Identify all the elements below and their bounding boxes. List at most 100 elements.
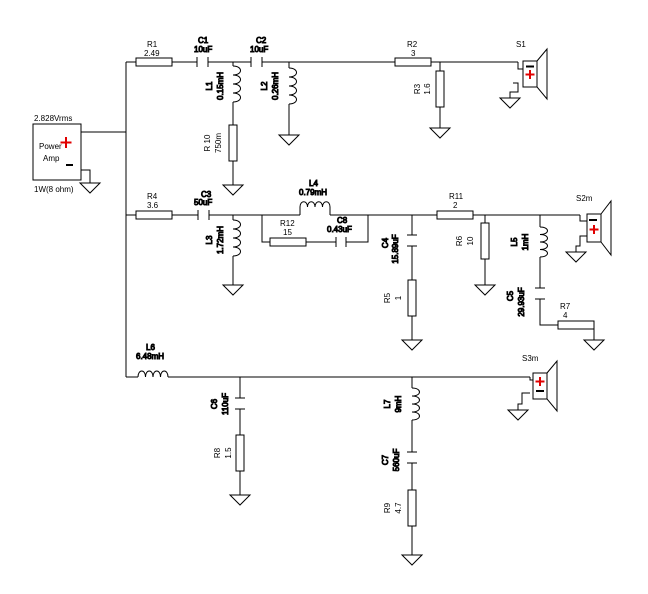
ground-symbol (221, 184, 245, 196)
c1-value: 10uF (194, 45, 212, 54)
plus-icon (525, 70, 535, 79)
resistor-r3: R3 1.6 (413, 70, 445, 108)
resistors: R1 2.49 R2 3 R3 1.6 R 10 750m R4 3.6 R11… (135, 40, 595, 527)
c5-name: C5 (506, 290, 515, 301)
r10-value: 750m (214, 133, 223, 153)
r12-value: 15 (283, 228, 292, 237)
ground-symbol (428, 127, 452, 139)
resistor-r9: R9 4.7 (383, 489, 417, 527)
r6-name: R6 (455, 235, 464, 246)
resistor-r10: R 10 750m (203, 124, 238, 162)
plus-icon (535, 377, 545, 386)
ground-symbol (473, 284, 497, 296)
r2-value: 3 (411, 49, 416, 58)
ground-symbol (221, 284, 245, 296)
ground-symbol (506, 409, 530, 421)
ground-symbol (78, 182, 102, 194)
ground-symbol (228, 494, 252, 506)
capacitor-c2: C2 10uF (250, 36, 269, 67)
l1-value: 0.15mH (216, 72, 225, 100)
amp-voltage: 2.828Vrms (34, 114, 72, 123)
c6-value: 110uF (221, 393, 230, 415)
l2-value: 0.26mH (271, 72, 280, 100)
r5-name: R5 (383, 292, 392, 303)
r12-name: R12 (280, 219, 295, 228)
c3-name: C3 (201, 190, 212, 199)
c8-value: 0.43uF (327, 225, 352, 234)
inductor-l1: L1 0.15mH (205, 65, 241, 103)
c6-name: C6 (210, 398, 219, 409)
s2-label: S2m (576, 194, 593, 203)
amp-power: 1W(8 ohm) (34, 185, 74, 194)
speaker-s3: S3m (522, 354, 558, 413)
l1-name: L1 (205, 81, 214, 90)
ground-symbol (400, 554, 424, 566)
c4-value: 15.89uF (391, 234, 400, 263)
l6-value: 6.48mH (136, 352, 164, 361)
r7-name: R7 (560, 302, 571, 311)
r10-name: R 10 (203, 134, 212, 151)
c8-name: C8 (337, 216, 348, 225)
ground-symbol (498, 97, 522, 109)
r1-value: 2.49 (144, 49, 160, 58)
r11-value: 2 (453, 201, 458, 210)
c4-name: C4 (381, 237, 390, 248)
r4-name: R4 (147, 192, 158, 201)
power-amp: Power Amp 2.828Vrms 1W(8 ohm) (32, 114, 82, 194)
amp-title-line2: Amp (43, 154, 60, 163)
r9-value: 4.7 (394, 502, 403, 514)
plus-icon (589, 225, 599, 234)
r7-value: 4 (563, 311, 568, 320)
resistor-r11: R11 2 (436, 192, 474, 220)
l5-name: L5 (510, 237, 519, 246)
wires (80, 61, 595, 555)
grounds (78, 97, 606, 566)
capacitor-c5: C5 29.93uF (506, 287, 545, 317)
inductor-l5: L5 1mH (510, 226, 548, 258)
speaker-s2: S2m (576, 194, 612, 257)
plus-icon (60, 137, 72, 148)
l4-value: 0.79mH (299, 188, 327, 197)
resistor-r4: R4 3.6 (135, 192, 173, 220)
capacitor-c6: C6 110uF (210, 392, 245, 416)
resistor-r8: R8 1.5 (213, 434, 245, 472)
capacitors: C1 10uF C2 10uF C3 50uF C8 0.43uF C4 15.… (194, 36, 545, 472)
l3-name: L3 (205, 235, 214, 244)
r4-value: 3.6 (147, 201, 159, 210)
c7-value: 560uF (392, 449, 401, 472)
resistor-r12: R12 15 (269, 219, 307, 247)
capacitor-c7: C7 560uF (381, 448, 417, 472)
r1-name: R1 (147, 40, 158, 49)
capacitor-c4: C4 15.89uF (381, 234, 417, 264)
resistor-r2: R2 3 (394, 40, 432, 67)
c1-name: C1 (198, 36, 209, 45)
capacitor-c8: C8 0.43uF (327, 216, 353, 247)
r8-value: 1.5 (224, 447, 233, 459)
c2-value: 10uF (250, 45, 268, 54)
c2-name: C2 (256, 36, 267, 45)
inductor-l6: L6 6.48mH (136, 343, 169, 378)
amp-title-line1: Power (39, 142, 62, 151)
c3-value: 50uF (194, 198, 212, 207)
resistor-r6: R6 10 (455, 222, 490, 260)
l7-value: 9mH (394, 395, 403, 412)
r6-value: 10 (466, 236, 475, 245)
l2-name: L2 (260, 81, 269, 90)
ground-symbol (564, 251, 588, 263)
resistor-r7: R7 4 (557, 302, 595, 330)
s1-label: S1 (516, 40, 526, 49)
l3-value: 1.72mH (216, 226, 225, 254)
l6-name: L6 (146, 343, 155, 352)
ground-symbol (400, 339, 424, 351)
r2-name: R2 (407, 40, 418, 49)
inductor-l2: L2 0.26mH (260, 67, 297, 105)
resistor-r5: R5 1 (383, 279, 417, 317)
r3-name: R3 (413, 83, 422, 94)
r9-name: R9 (383, 502, 392, 513)
inductor-l3: L3 1.72mH (205, 219, 241, 257)
ground-symbol (582, 339, 606, 351)
l5-value: 1mH (521, 233, 530, 250)
l7-name: L7 (383, 399, 392, 408)
r11-name: R11 (449, 192, 464, 201)
